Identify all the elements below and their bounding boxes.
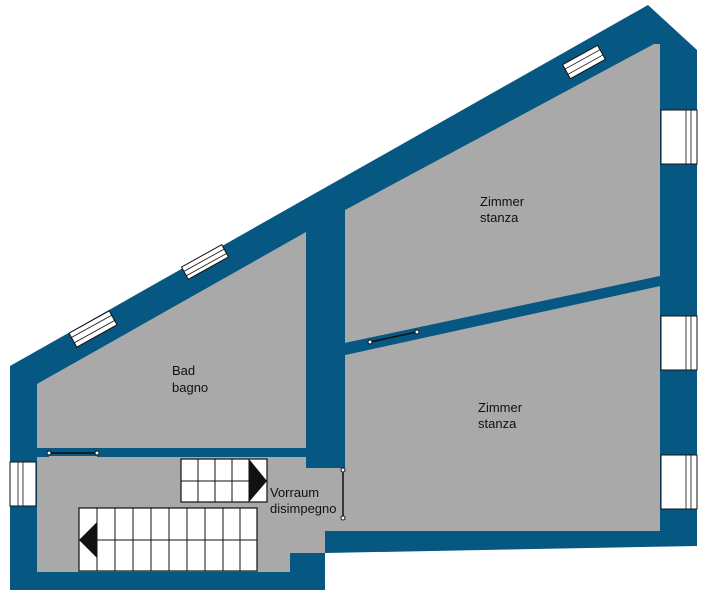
bath-wall-segment xyxy=(97,451,306,457)
upper-staircase xyxy=(180,458,268,503)
room-partition xyxy=(345,276,660,355)
hall-label-de: Vorraum xyxy=(270,485,319,500)
diagonal-window xyxy=(68,310,118,348)
lower-room-label-it: stanza xyxy=(478,416,517,431)
hall-label-it: disimpegno xyxy=(270,501,337,516)
left-window xyxy=(9,461,37,507)
lower-room-label-de: Zimmer xyxy=(478,400,523,415)
upper-room-floor xyxy=(345,44,660,343)
triangle-left-icon xyxy=(79,522,97,558)
room-door xyxy=(369,331,418,343)
lower-room-floor xyxy=(345,286,660,531)
right-window xyxy=(660,454,698,510)
door-hinge xyxy=(414,329,420,335)
door-hinge xyxy=(94,450,100,456)
upper-room-label-de: Zimmer xyxy=(480,194,525,209)
bath-label-de: Bad xyxy=(172,363,195,378)
diagonal-window xyxy=(180,244,230,280)
door-hinge xyxy=(46,450,52,456)
upper-room-label-it: stanza xyxy=(480,210,519,225)
lower-staircase xyxy=(78,507,258,572)
door-hinge xyxy=(340,515,346,521)
right-window xyxy=(660,315,698,371)
triangle-right-icon xyxy=(249,459,267,502)
diagonal-window xyxy=(561,44,607,80)
door-hinge xyxy=(340,467,346,473)
partition-stub xyxy=(345,338,370,355)
bath-wall-stub xyxy=(37,451,49,457)
bath-floor xyxy=(37,232,306,448)
door-hinge xyxy=(367,339,373,345)
right-window xyxy=(660,109,698,165)
bath-label-it: bagno xyxy=(172,380,208,395)
